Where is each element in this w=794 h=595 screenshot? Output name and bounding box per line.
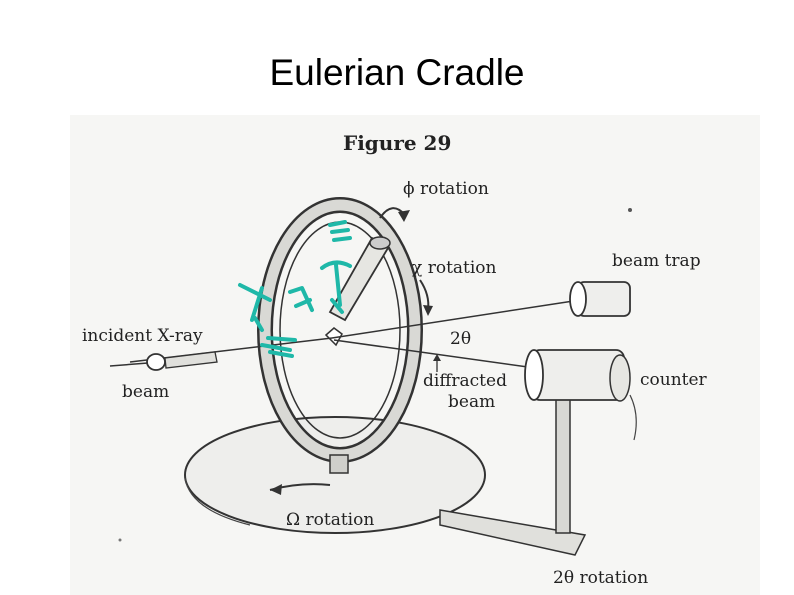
phi-goniometer-arm [328, 236, 391, 322]
counter-label: counter [640, 370, 708, 390]
figure-caption: Figure 29 [343, 131, 451, 155]
diffracted-beam-line [333, 339, 536, 369]
two-theta-rotation-label: 2θ rotation [553, 568, 648, 588]
scan-speck [628, 208, 632, 212]
two-theta-label: 2θ [450, 329, 471, 349]
diffracted-beam-label: beam [448, 392, 495, 412]
through-beam-line [331, 299, 581, 339]
chi-rotation-label: χ rotation [412, 258, 497, 278]
beam-trap-label: beam trap [612, 251, 701, 271]
phi-arrow-head [398, 210, 410, 222]
xray-source [109, 351, 218, 371]
chi-arrow-head [423, 305, 433, 316]
omega-rotation-label: Ω rotation [286, 510, 374, 530]
phi-rotation-label: ϕ rotation [403, 179, 489, 199]
slide-title: Eulerian Cradle [269, 52, 525, 93]
beam-trap [569, 281, 631, 317]
scan-speck [118, 538, 122, 542]
counter-detector [524, 349, 637, 441]
beam-label: beam [122, 382, 169, 402]
incident-xray-label: incident X-ray [82, 326, 203, 346]
diffracted-label: diffracted [423, 371, 507, 391]
omega-arrow-head [270, 484, 282, 495]
handwritten-annotation-axes [238, 220, 352, 358]
diffracted-pointer-head [433, 354, 441, 361]
omega-base-disk [184, 416, 486, 534]
cradle-stand [329, 454, 349, 474]
